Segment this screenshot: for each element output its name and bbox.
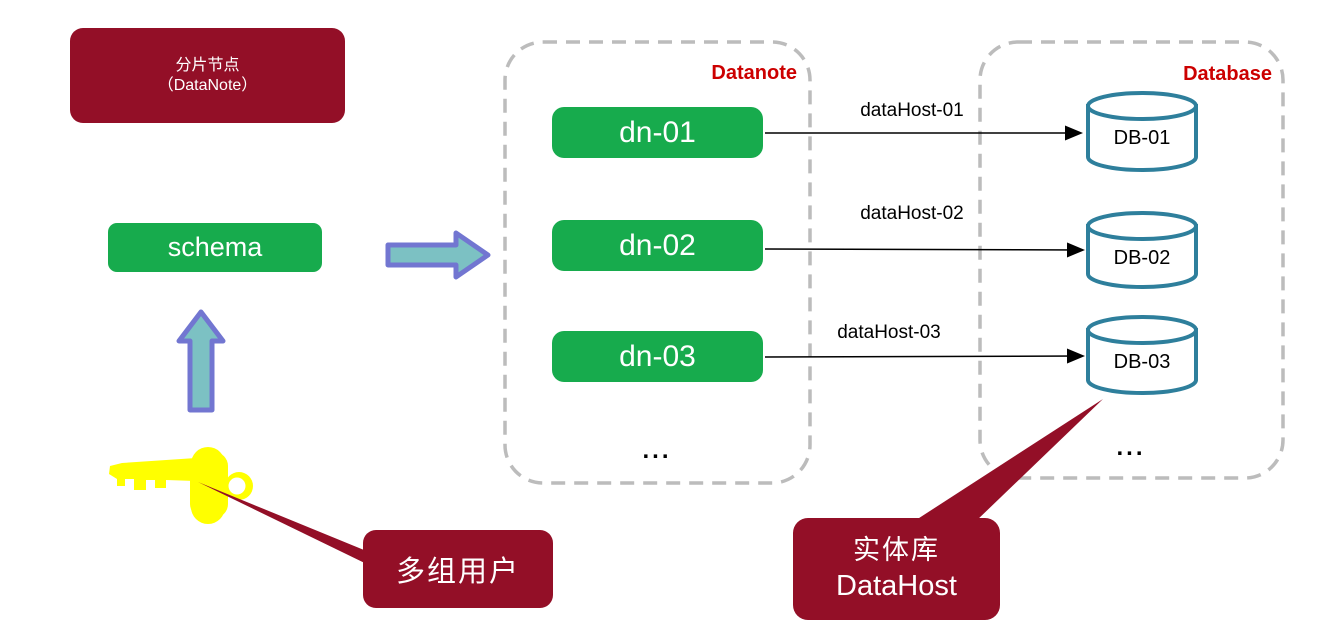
schema-box: schema xyxy=(108,223,322,272)
user-callout-tail xyxy=(198,482,377,569)
db03-cylinder-icon xyxy=(1086,315,1198,395)
datanote-ellipsis: ... xyxy=(642,437,672,464)
database-group-label: Database xyxy=(1183,63,1272,85)
database-ellipsis: ... xyxy=(1116,434,1146,461)
key-hole xyxy=(228,477,246,495)
db02-cylinder-icon xyxy=(1086,211,1198,289)
up-arrow-icon xyxy=(176,309,226,413)
datahost-callout-box: 实体库 DataHost xyxy=(793,518,1000,620)
database-group-border xyxy=(978,40,1285,480)
datahost-callout-line-2: DataHost xyxy=(836,569,957,602)
dn-01-label: dn-01 xyxy=(619,115,696,149)
db-02-label: DB-02 xyxy=(1113,247,1171,269)
user-callout-label: 多组用户 xyxy=(395,556,520,588)
db-03-label: DB-03 xyxy=(1113,351,1171,373)
title-line-2: （DataNote） xyxy=(157,76,258,94)
user-callout-box: 多组用户 xyxy=(363,530,553,608)
link-label-datahost-02: dataHost-02 xyxy=(860,203,964,224)
dn-03-label: dn-03 xyxy=(619,339,696,373)
db01-cylinder-icon xyxy=(1086,91,1198,172)
db-01-label: DB-01 xyxy=(1113,127,1171,149)
node-dn-01: dn-01 xyxy=(552,107,763,158)
datanote-group-label: Datanote xyxy=(711,62,797,84)
link-label-datahost-01: dataHost-01 xyxy=(860,100,964,121)
right-arrow-icon xyxy=(385,230,491,280)
datahost-callout-line-1: 实体库 xyxy=(853,534,940,565)
node-dn-03: dn-03 xyxy=(552,331,763,382)
datahost-callout-tail xyxy=(916,399,1103,522)
node-dn-02: dn-02 xyxy=(552,220,763,271)
connector-dn03-db03 xyxy=(764,348,1085,364)
link-label-datahost-03: dataHost-03 xyxy=(837,322,941,343)
schema-label: schema xyxy=(167,232,263,262)
datanote-group-border xyxy=(503,40,812,485)
key-icon xyxy=(109,447,253,524)
datanote-title-box: 分片节点 （DataNote） xyxy=(70,28,345,123)
dn-02-label: dn-02 xyxy=(619,228,696,262)
title-line-1: 分片节点 xyxy=(175,56,240,74)
connector-dn02-db02 xyxy=(764,242,1085,258)
